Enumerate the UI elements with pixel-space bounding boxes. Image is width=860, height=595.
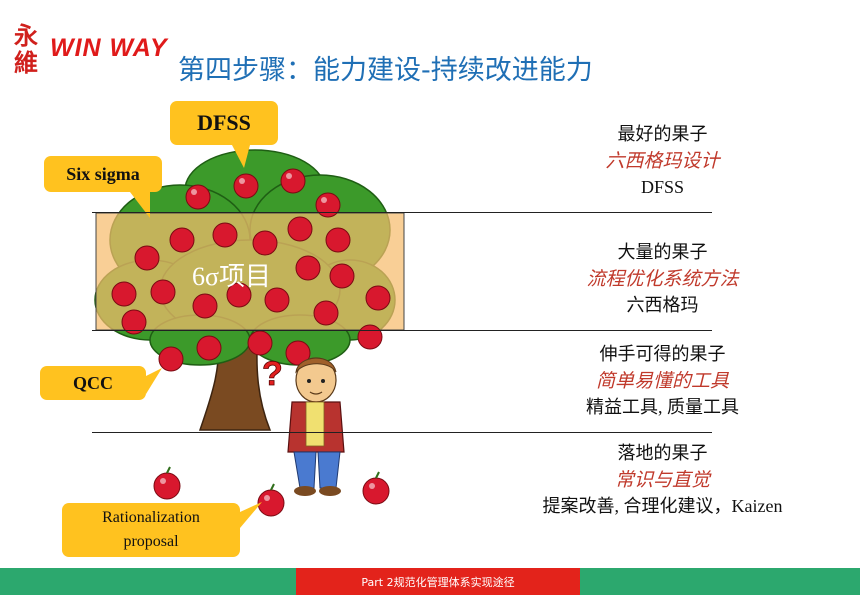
rationalization-proposal-tag: Rationalization proposal [62,503,240,557]
qcc-tag: QCC [40,366,146,400]
level-fallen: 落地的果子 常识与直觉 提案改善, 合理化建议，Kaizen [460,441,860,519]
six-sigma-tag: Six sigma [44,156,162,192]
level-fruit: 最好的果子 [617,124,708,145]
svg-text:永: 永 [14,22,38,50]
level-tool: 精益工具, 质量工具 [586,397,739,417]
level-tool: 提案改善, 合理化建议，Kaizen [542,496,783,516]
level-divider [92,432,712,433]
logo-text: WIN WAY [50,34,168,62]
level-method: 简单易懂的工具 [595,370,729,392]
level-divider [92,212,712,213]
dfss-tag: DFSS [170,101,278,145]
level-tool: DFSS [640,177,685,197]
level-reachable: 伸手可得的果子 简单易懂的工具 精益工具, 质量工具 [460,342,860,420]
level-best: 最好的果子 六西格玛设计 DFSS [460,122,860,200]
page-title: 第四步骤：能力建设-持续改进能力 [178,55,593,86]
footer-label: Part 2规范化管理体系实现途径 [296,568,580,595]
level-divider [92,330,712,331]
svg-text:維: 維 [14,49,38,76]
logo-icon: 永 維 [4,18,48,76]
boy-illustration [287,357,345,496]
level-method: 流程优化系统方法 [586,268,739,290]
six-sigma-project-label: 6σ项目 [192,262,272,291]
question-mark-icon: ? [262,355,283,393]
level-method: 常识与直觉 [614,469,710,491]
level-fruit: 伸手可得的果子 [599,344,726,365]
level-fruit: 大量的果子 [617,242,708,263]
level-fruit: 落地的果子 [617,443,708,464]
level-many: 大量的果子 流程优化系统方法 六西格玛 [460,240,860,318]
level-method: 六西格玛设计 [605,150,720,172]
rationalization-line-1: Rationalization [102,509,200,526]
level-tool: 六西格玛 [626,295,699,315]
rationalization-line-2: proposal [123,533,179,550]
